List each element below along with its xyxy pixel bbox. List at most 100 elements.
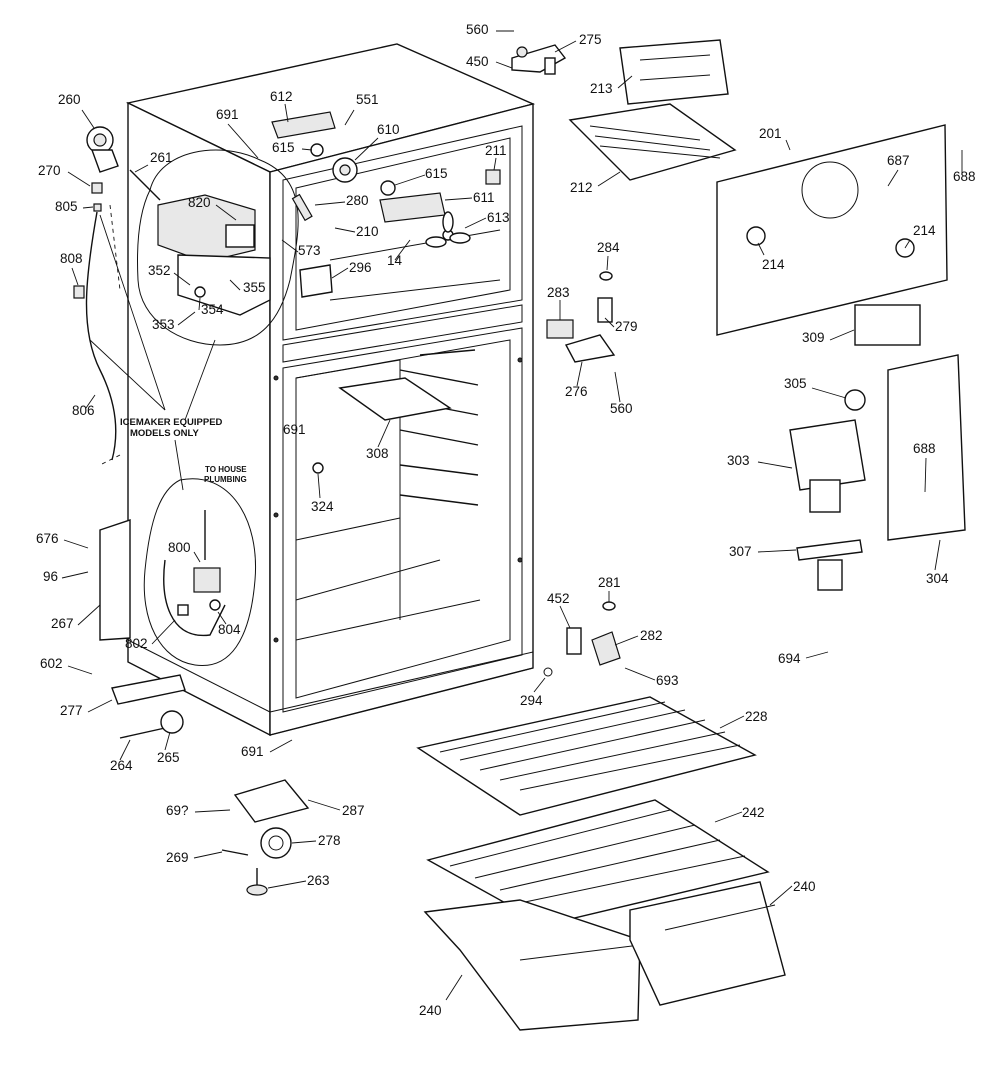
- leader-line-c213: [617, 75, 633, 89]
- leader-line-c820: [215, 204, 237, 221]
- callout-label-c211: 211: [485, 143, 507, 158]
- fan-613: [425, 211, 471, 248]
- part-280: [291, 193, 313, 222]
- callout-label-c270: 270: [38, 163, 61, 178]
- leader-line-c212: [597, 171, 621, 187]
- part-615-mid: [380, 180, 396, 196]
- icemaker-assembly: [157, 194, 271, 316]
- callout-label-c280: 280: [346, 193, 369, 208]
- leader-line-c692: [194, 809, 231, 813]
- callout-label-c210: 210: [356, 224, 379, 239]
- callout-label-c691b: 691: [283, 422, 306, 437]
- leader-line-c324: [317, 473, 321, 499]
- leader-line-c296: [331, 267, 349, 279]
- leader-line-c303: [757, 461, 793, 469]
- callout-label-c324: 324: [311, 499, 334, 514]
- callout-label-c276: 276: [565, 384, 588, 399]
- house-note-line1: TO HOUSE: [205, 465, 247, 474]
- part-307: [796, 539, 863, 561]
- leader-line-c691c: [269, 739, 293, 753]
- callout-label-c296: 296: [349, 260, 372, 275]
- bracket-287: [233, 779, 310, 823]
- callout-label-c277: 277: [60, 703, 83, 718]
- washer-284: [599, 271, 613, 281]
- callout-label-c240a: 240: [419, 1003, 442, 1018]
- callout-label-c353: 353: [152, 317, 175, 332]
- leader-line-c214b: [904, 239, 911, 249]
- callout-label-c278: 278: [318, 833, 341, 848]
- shelf-228: [416, 696, 757, 816]
- screw-269: [221, 849, 249, 856]
- callout-label-c613: 613: [487, 210, 510, 225]
- callout-label-c308: 308: [366, 446, 389, 461]
- callout-label-c294: 294: [520, 693, 543, 708]
- callout-label-c96: 96: [43, 569, 58, 584]
- leader-line-c240a: [445, 974, 463, 1001]
- leader-line-c808: [71, 267, 79, 286]
- fill-tube-260: [86, 126, 119, 173]
- leader-line-c307: [757, 549, 797, 553]
- leader-line-c802: [151, 619, 176, 645]
- leader-line-c96: [61, 571, 89, 579]
- callout-label-c275: 275: [579, 32, 602, 47]
- fitting-808: [73, 285, 85, 299]
- callout-label-c265: 265: [157, 750, 180, 765]
- callout-label-c687: 687: [887, 153, 910, 168]
- leader-line-c806: [85, 394, 96, 409]
- callout-label-c240b: 240: [793, 879, 816, 894]
- leader-line-c687: [887, 169, 899, 187]
- leader-line-c551: [344, 109, 355, 126]
- callout-label-c305: 305: [784, 376, 807, 391]
- callout-label-c214b: 214: [913, 223, 936, 238]
- leader-line-c688b: [924, 457, 927, 493]
- callout-label-c602: 602: [40, 656, 63, 671]
- callout-label-c355: 355: [243, 280, 266, 295]
- callout-label-c806: 806: [72, 403, 95, 418]
- callout-label-c281: 281: [598, 575, 621, 590]
- leader-line-c353: [177, 311, 196, 326]
- part-296: [299, 264, 333, 298]
- callout-label-c800: 800: [168, 540, 191, 555]
- tube-261: [129, 169, 161, 201]
- hinge-275: [511, 44, 567, 75]
- leader-line-c560b: [614, 371, 621, 403]
- callout-label-c452: 452: [547, 591, 570, 606]
- leader-line-c450: [495, 61, 513, 69]
- leader-line-c573: [281, 239, 299, 253]
- leader-line-c242: [714, 811, 743, 823]
- wheel-278: [260, 827, 292, 859]
- callout-label-c691a: 691: [216, 107, 239, 122]
- callout-label-c688a: 688: [953, 169, 976, 184]
- house-note-line2: PLUMBING: [204, 475, 247, 484]
- callout-label-c688b: 688: [913, 441, 936, 456]
- leader-line-c800: [193, 551, 201, 563]
- leader-line-c305: [811, 387, 847, 399]
- leader-line-c615b: [394, 174, 426, 186]
- callout-label-c260: 260: [58, 92, 81, 107]
- part-279: [597, 297, 613, 323]
- leader-line-c275: [554, 40, 577, 53]
- washer-281: [602, 601, 616, 611]
- callout-label-c269: 269: [166, 850, 189, 865]
- callout-label-c212: 212: [570, 180, 593, 195]
- callout-label-c551: 551: [356, 92, 379, 107]
- part-211: [485, 169, 501, 185]
- roller-265: [160, 710, 184, 734]
- leader-line-c693: [624, 667, 656, 681]
- icemaker-note-line1: ICEMAKER EQUIPPED: [120, 417, 223, 428]
- part-294: [543, 667, 553, 677]
- panel-201: [716, 124, 948, 336]
- callout-label-c214a: 214: [762, 257, 785, 272]
- leader-line-c352: [173, 272, 191, 286]
- callout-label-c264: 264: [110, 758, 133, 773]
- hinge-267: [99, 519, 131, 641]
- leader-line-c354: [198, 297, 201, 311]
- callout-label-c267: 267: [51, 616, 74, 631]
- knob-305: [844, 389, 866, 411]
- leader-line-c240b: [769, 885, 793, 906]
- leader-line-c610: [354, 137, 379, 161]
- leader-line-c276: [576, 361, 583, 387]
- callout-label-c352: 352: [148, 263, 171, 278]
- leader-line-c279: [604, 317, 615, 328]
